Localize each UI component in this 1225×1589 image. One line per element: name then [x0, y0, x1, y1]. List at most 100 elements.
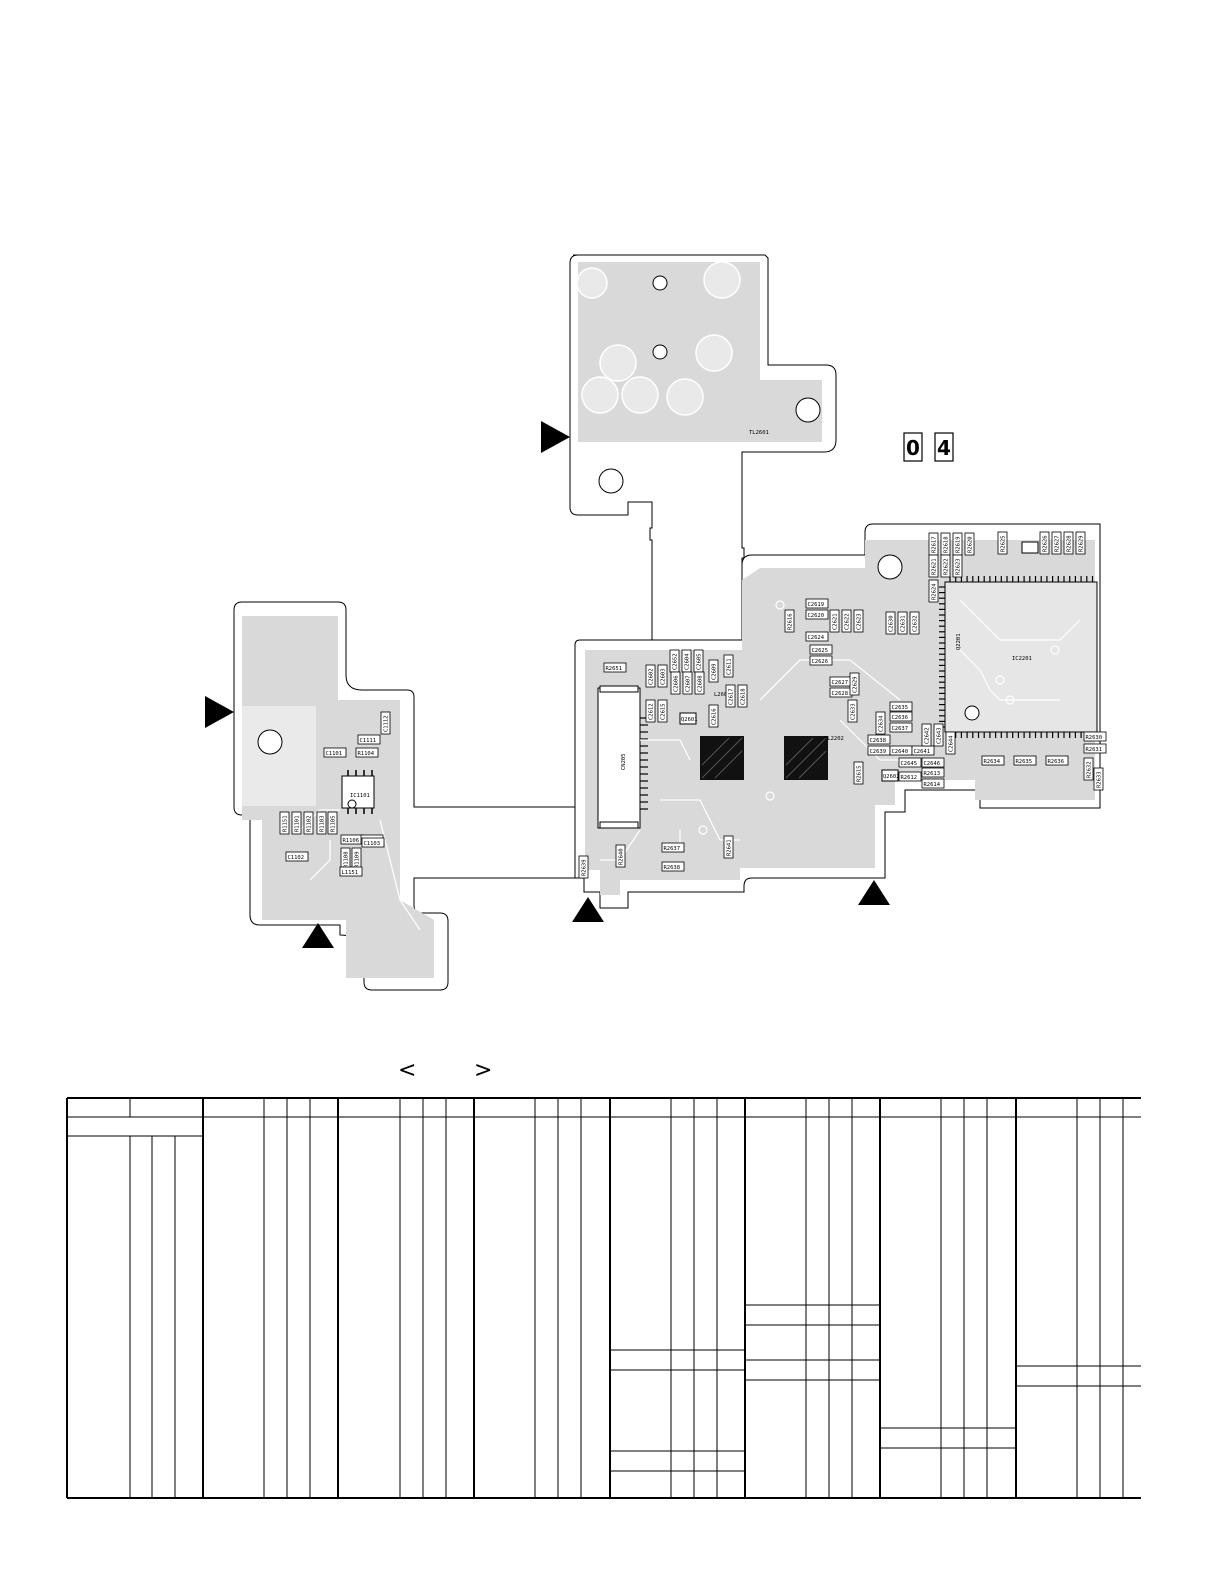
- ic2201-label: IC2201: [1012, 656, 1032, 662]
- component-ref-text: C2609: [712, 663, 718, 680]
- top-bracket-board: TL2601: [541, 254, 837, 641]
- component-label: C2619: [805, 598, 829, 609]
- component-ref-text: C2619: [808, 602, 825, 608]
- component-label: R2620: [964, 532, 975, 556]
- component-ref-text: C2632: [913, 615, 919, 632]
- q2601-transistor: Q2601: [679, 712, 698, 725]
- section-title-close-bracket: >: [474, 1058, 492, 1083]
- component-ref-text: C2640: [892, 749, 909, 755]
- component-ref-text: R1103: [320, 815, 326, 832]
- component-label: C2643: [933, 723, 944, 747]
- component-label: R1105: [327, 811, 338, 835]
- component-label: C2617: [725, 684, 736, 708]
- component-ref-text: C2621: [833, 613, 839, 630]
- component-label: R2629: [1075, 531, 1086, 555]
- component-label: C2631: [897, 611, 908, 635]
- component-ref-text: C1111: [360, 738, 377, 744]
- tl2202-label: TL2202: [824, 736, 844, 742]
- component-label: C2628: [829, 687, 853, 698]
- pad-circle: [581, 376, 619, 414]
- component-ref-text: C2646: [924, 761, 941, 767]
- component-ref-text: R2624: [932, 583, 938, 600]
- q2601-label: Q2601: [681, 717, 698, 723]
- section-arrow-up: [572, 897, 604, 922]
- component-label: R2633: [1093, 767, 1104, 791]
- component-ref-text: R2627: [1055, 535, 1061, 552]
- component-ref-text: R2618: [944, 536, 950, 553]
- section-title-open-bracket: <: [398, 1058, 416, 1083]
- component-ref-text: C1101: [326, 751, 343, 757]
- q2201-transistor: Q2201: [956, 541, 1039, 650]
- ic1101-pins: [347, 770, 373, 814]
- component-label: R2614: [921, 778, 945, 789]
- component-label: C2611: [723, 654, 734, 678]
- section-arrow-right: [541, 421, 570, 453]
- tl2601-label: TL2601: [749, 430, 769, 436]
- component-label: C2637: [889, 722, 913, 733]
- component-ref-text: R2638: [664, 865, 681, 871]
- main-board: CN205 TL2202 L2601 IC2201: [572, 523, 1107, 922]
- q2602-transistor: Q2602: [881, 769, 900, 782]
- component-label: C2612: [645, 699, 656, 723]
- component-ref-text: R1104: [358, 751, 375, 757]
- component-label: R2623: [952, 554, 963, 578]
- component-label: R2622: [940, 554, 951, 578]
- component-ref-text: C2628: [832, 691, 849, 697]
- component-label: R1104: [355, 747, 379, 758]
- component-label: C2621: [829, 609, 840, 633]
- q2201-label: Q2201: [956, 633, 962, 650]
- component-ref-text: C2607: [686, 675, 692, 692]
- component-ref-text: R1102: [307, 815, 313, 832]
- component-ref-text: C2629: [853, 676, 859, 693]
- via-hole: [652, 275, 668, 291]
- section-arrow-up: [858, 880, 890, 905]
- component-ref-text: R2639: [582, 859, 588, 876]
- black-ic-right: [784, 736, 828, 780]
- component-ref-text: R2620: [968, 536, 974, 553]
- component-ref-text: R2630: [1086, 735, 1103, 741]
- left-board-pad: [242, 706, 316, 806]
- component-ref-text: C2615: [661, 703, 667, 720]
- component-label: C2627: [829, 676, 853, 687]
- component-label: R1151: [279, 811, 290, 835]
- component-ref-text: R1106: [343, 838, 360, 844]
- component-ref-text: R2637: [664, 846, 681, 852]
- component-ref-text: R2628: [1067, 535, 1073, 552]
- component-label: C2630: [885, 611, 896, 635]
- component-ref-text: C2618: [741, 688, 747, 705]
- section-arrow-right: [205, 696, 234, 728]
- component-label: C2635: [889, 701, 913, 712]
- component-ref-text: R2651: [606, 666, 623, 672]
- component-ref-text: C2635: [892, 705, 909, 711]
- component-ref-text: R2625: [1001, 535, 1007, 552]
- component-label: C2620: [805, 609, 829, 620]
- component-ref-text: R1105: [331, 815, 337, 832]
- component-label: R2625: [997, 531, 1008, 555]
- component-label: R2641: [723, 835, 734, 859]
- component-ref-text: C2645: [901, 761, 918, 767]
- component-ref-text: C2603: [661, 668, 667, 685]
- component-ref-text: R2636: [1048, 759, 1065, 765]
- component-label: C2629: [849, 672, 860, 696]
- component-ref-text: C1112: [384, 715, 390, 732]
- component-ref-text: R1101: [295, 815, 301, 832]
- cn205-connector: [597, 687, 641, 829]
- component-ref-text: R2635: [1016, 759, 1033, 765]
- component-label: R2637: [661, 842, 685, 853]
- component-ref-text: C2642: [925, 727, 931, 744]
- component-label: C1111: [357, 734, 381, 745]
- component-label: C2606: [670, 671, 681, 695]
- component-ref-text: R2612: [901, 775, 918, 781]
- component-label: R2631: [1083, 743, 1107, 754]
- component-ref-text: R2640: [619, 848, 625, 865]
- component-ref-text: R1109: [355, 851, 361, 868]
- component-label: C2632: [909, 611, 920, 635]
- component-ref-text: C2624: [808, 635, 825, 641]
- component-label: C2622: [841, 609, 852, 633]
- component-ref-text: C2605: [697, 653, 703, 670]
- component-ref-text: C2622: [845, 613, 851, 630]
- component-label: R2628: [1063, 531, 1074, 555]
- component-label: C1102: [285, 851, 309, 862]
- component-label: C2609: [708, 659, 719, 683]
